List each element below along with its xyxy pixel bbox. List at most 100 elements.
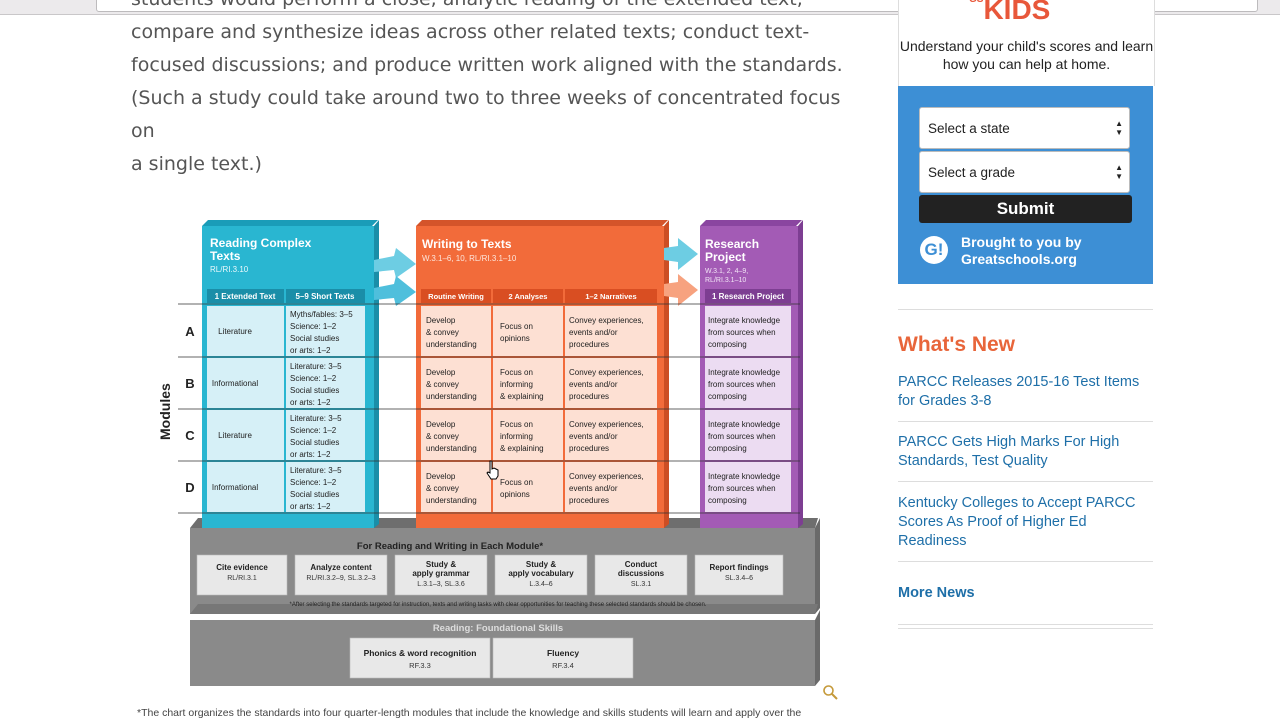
standards-chart-figure[interactable]: For Reading and Writing in Each Module* … — [150, 218, 850, 698]
foundational-skill-label: Phonics & word recognition — [364, 648, 477, 658]
writing-narratives-cell — [565, 410, 657, 460]
writing-analyses-cell — [493, 410, 563, 460]
writing-analyses-text: Focus on — [500, 368, 533, 377]
reading-short-text: or arts: 1–2 — [290, 398, 331, 407]
widget-description: Understand your child's scores and learn… — [899, 38, 1154, 72]
writing-routine-cell — [421, 462, 491, 512]
writing-narratives-text: events and/or — [569, 432, 618, 441]
module-skill-box — [694, 554, 784, 596]
reading-col2: 5–9 Short Texts — [296, 292, 356, 301]
reading-short-text: Science: 1–2 — [290, 426, 337, 435]
writing-routine-text: understanding — [426, 340, 477, 349]
state-select[interactable]: Select a state ▲▼ — [919, 107, 1130, 149]
standards-chart: For Reading and Writing in Each Module* … — [157, 220, 820, 686]
module-skill-label: Report findings — [709, 563, 769, 572]
writing-narratives-text: Convey experiences, — [569, 420, 644, 429]
reading-extended-text: Informational — [212, 483, 258, 492]
research-standards-1: W.3.1, 2, 4–9, — [705, 268, 748, 275]
writing-routine-text: & convey — [426, 328, 459, 337]
research-cell — [705, 306, 791, 356]
reading-short-text: Science: 1–2 — [290, 478, 337, 487]
reading-title-1: Reading Complex — [210, 236, 312, 250]
research-cell-text: Integrate knowledge — [708, 420, 781, 429]
reading-short-cell — [286, 358, 365, 408]
article-line: (Such a study could take around two to t… — [131, 87, 841, 142]
reading-short-text: Social studies — [290, 490, 339, 499]
writing-narratives-text: procedures — [569, 340, 609, 349]
module-skill-box — [294, 554, 388, 596]
reading-col1: 1 Extended Text — [215, 292, 276, 301]
news-link[interactable]: PARCC Releases 2015-16 Test Items for Gr… — [898, 374, 1140, 409]
writing-analyses-text: Focus on — [500, 420, 533, 429]
writing-analyses-text: opinions — [500, 334, 530, 343]
module-skill-box — [594, 554, 688, 596]
greatschools-link[interactable]: Greatschools.org — [961, 251, 1077, 267]
arrow-reading-to-writing-2 — [374, 276, 416, 306]
research-cell-text: from sources when — [708, 432, 776, 441]
module-skill-standard: L.3.4–6 — [529, 581, 552, 588]
writing-col3: 1–2 Narratives — [585, 292, 636, 301]
foundational-skill-label: Fluency — [547, 648, 579, 658]
article-line: a single text.) — [131, 153, 262, 175]
divider — [898, 421, 1153, 422]
writing-analyses-cell — [493, 358, 563, 408]
each-module-footnote: *After selecting the standards targeted … — [290, 602, 707, 608]
writing-routine-text: understanding — [426, 392, 477, 401]
reading-short-text: Literature: 3–5 — [290, 466, 342, 475]
module-skill-label: Study & — [526, 560, 556, 569]
writing-narratives-text: events and/or — [569, 380, 618, 389]
arrow-to-research — [664, 238, 698, 270]
research-cell — [705, 462, 791, 512]
research-cell-text: composing — [708, 392, 747, 401]
article-line: students would perform a close, analytic… — [131, 0, 851, 16]
grade-select[interactable]: Select a grade ▲▼ — [919, 151, 1130, 193]
figure-caption: *The chart organizes the standards into … — [137, 707, 802, 719]
reading-short-text: Myths/fables: 3–5 — [290, 310, 353, 319]
module-skill-label: Analyze content — [310, 563, 372, 572]
writing-analyses-text: Focus on — [500, 478, 533, 487]
more-news-link[interactable]: More News — [898, 585, 975, 601]
writing-routine-text: Develop — [426, 472, 456, 481]
research-cell-text: composing — [708, 444, 747, 453]
brought-by-text: Brought to you by — [961, 234, 1082, 250]
reading-short-cell — [286, 306, 365, 356]
reading-short-text: Science: 1–2 — [290, 322, 337, 331]
writing-narratives-cell — [565, 358, 657, 408]
research-standards-2: RL/RI.3.1–10 — [705, 277, 746, 284]
writing-analyses-cell — [493, 306, 563, 356]
zoom-icon[interactable] — [822, 684, 838, 700]
research-cell-text: Integrate knowledge — [708, 368, 781, 377]
research-cell-text: from sources when — [708, 328, 776, 337]
writing-narratives-text: Convey experiences, — [569, 368, 644, 377]
arrow-reading-to-writing — [374, 248, 416, 278]
module-skill-box — [196, 554, 288, 596]
module-skill-box — [494, 554, 588, 596]
writing-routine-text: understanding — [426, 444, 477, 453]
writing-col1: Routine Writing — [428, 292, 484, 301]
gs-kids-logo: GSKIDS — [969, 0, 1051, 25]
module-skill-standard: RL/RI.3.2–9, SL.3.2–3 — [306, 575, 375, 582]
research-cell-text: composing — [708, 496, 747, 505]
submit-button[interactable]: Submit — [919, 195, 1132, 223]
news-link[interactable]: Kentucky Colleges to Accept PARCC Scores… — [898, 495, 1136, 549]
writing-narratives-text: procedures — [569, 392, 609, 401]
reading-extended-cell — [207, 462, 284, 512]
news-link[interactable]: PARCC Gets High Marks For High Standards… — [898, 434, 1120, 469]
writing-routine-text: Develop — [426, 316, 456, 325]
writing-routine-text: understanding — [426, 496, 477, 505]
grade-select-value: Select a grade — [928, 165, 1016, 180]
module-skill-standard: SL.3.4–6 — [725, 575, 753, 582]
select-arrows-icon: ▲▼ — [1115, 163, 1123, 181]
reading-short-cell — [286, 410, 365, 460]
writing-standards: W.3.1–6, 10, RL/RI.3.1–10 — [422, 254, 517, 263]
greatschools-credit[interactable]: G! Brought to you by Greatschools.org — [920, 234, 1150, 274]
article-line: focused discussions; and produce written… — [131, 54, 843, 76]
research-cell — [705, 358, 791, 408]
reading-short-text: Social studies — [290, 334, 339, 343]
research-col1: 1 Research Project — [712, 292, 784, 301]
writing-routine-cell — [421, 410, 491, 460]
writing-narratives-cell — [565, 306, 657, 356]
reading-short-text: Social studies — [290, 438, 339, 447]
module-skill-label: apply vocabulary — [508, 569, 574, 578]
reading-extended-text: Literature — [218, 327, 252, 336]
